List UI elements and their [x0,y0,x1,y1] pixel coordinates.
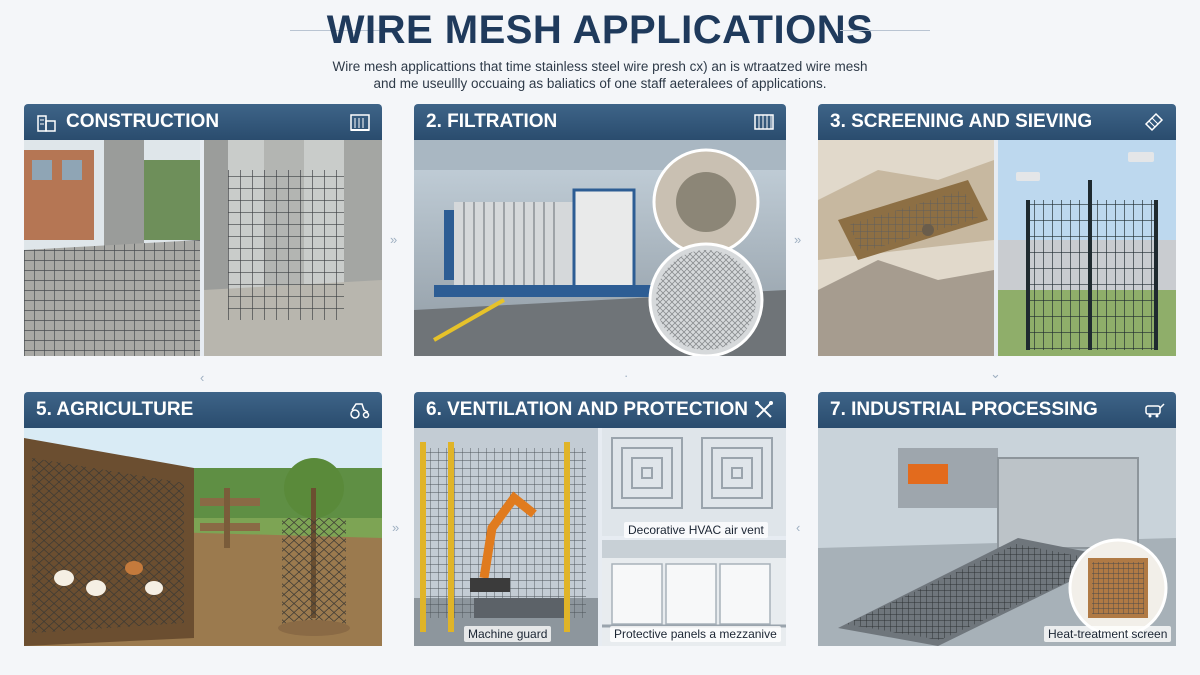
page-subtitle: Wire mesh applicattions that time stainl… [0,58,1200,92]
security-fence-image [998,140,1176,356]
panel-title-filtration: 2. FILTRATION [426,111,558,132]
building-icon [37,115,56,132]
filter-press-icon [754,114,774,130]
arrow-right-icon: » [794,232,802,247]
tools-icon [755,401,773,418]
panel-body-agriculture [24,428,382,646]
panel-title-screening: 3. SCREENING AND SIEVING [830,111,1093,132]
title-decoration-right [840,30,930,31]
arrow-left-icon: ‹ [200,370,205,385]
panel-header-ventilation: 6. VENTILATION AND PROTECTION [414,392,786,428]
filter-press-image [414,140,786,356]
panel-body-filtration [414,140,786,356]
subtitle-line-2: and me useullly occuaing as baliatics of… [373,76,827,91]
arrow-right-icon: » [390,232,398,247]
machine-guard-image [414,428,598,646]
panel-title-ventilation: 6. VENTILATION AND PROTECTION [426,399,748,420]
dot-icon: · [624,368,629,383]
caption-protective-panels: Protective panels a mezzanive [610,626,781,642]
title-decoration-left [290,30,380,31]
panel-header-agriculture: 5. AGRICULTURE [24,392,382,428]
caption-hvac: Decorative HVAC air vent [624,522,768,538]
panel-header-construction: CONSTRUCTION [24,104,382,140]
panel-filtration: 2. FILTRATION [414,104,786,356]
caption-heat-treatment: Heat-treatment screen [1044,626,1172,642]
vibrating-screen-image [818,140,994,356]
panel-body-ventilation: Decorative HVAC air vent Machine guard P… [414,428,786,646]
conveyor-icon [1145,403,1165,418]
arrow-right-icon: » [392,520,400,535]
panel-body-construction [24,140,382,356]
tractor-icon [350,403,370,419]
page-title: WIRE MESH APPLICATIONS [326,8,874,52]
panel-construction: CONSTRUCTION [24,104,382,356]
panel-body-industrial: Heat-treatment screen [818,428,1176,646]
caption-machine-guard: Machine guard [464,626,552,642]
panel-header-screening: 3. SCREENING AND SIEVING [818,104,1176,140]
sieve-icon [1144,112,1164,132]
subtitle-line-1: Wire mesh applicattions that time stainl… [332,59,868,74]
chevron-down-icon: ⌄ [990,366,1001,381]
panel-industrial: 7. INDUSTRIAL PROCESSING [818,392,1176,646]
panel-title-industrial: 7. INDUSTRIAL PROCESSING [830,399,1098,420]
arrow-left-icon: ‹ [796,520,801,535]
panel-ventilation: 6. VENTILATION AND PROTECTION [414,392,786,646]
panel-title-construction: CONSTRUCTION [66,111,220,132]
panel-header-filtration: 2. FILTRATION [414,104,786,140]
rebar-wall-image [204,140,382,356]
panel-header-industrial: 7. INDUSTRIAL PROCESSING [818,392,1176,428]
conveyor-oven-image [818,428,1176,646]
chicken-coop-image [24,428,382,646]
panel-screening: 3. SCREENING AND SIEVING [818,104,1176,356]
panel-body-screening [818,140,1176,356]
building-icon [350,114,370,131]
hvac-vent-image [602,428,786,536]
header: WIRE MESH APPLICATIONS Wire mesh applica… [0,0,1200,100]
panel-agriculture: 5. AGRICULTURE [24,392,382,646]
construction-site-image [24,140,200,356]
panel-title-agriculture: 5. AGRICULTURE [36,399,194,420]
